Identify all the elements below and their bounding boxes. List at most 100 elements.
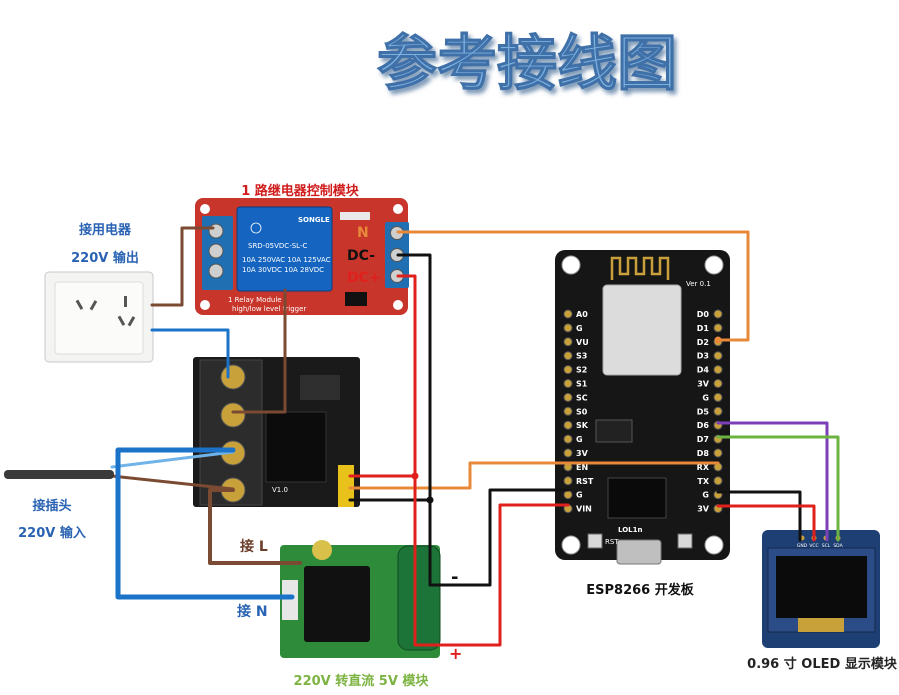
esp-pin-label-left-5: S1	[576, 380, 588, 389]
esp-pin-label-left-14: VIN	[576, 505, 592, 514]
wall-socket	[44, 271, 154, 363]
page-title: 参考接线图	[377, 29, 677, 99]
esp-pin-right-5	[713, 379, 723, 388]
power-minus-label: -	[451, 567, 458, 588]
relay-rating-dc: 10A 30VDC 10A 28VDC	[242, 266, 324, 274]
esp-pin-label-right-9: D7	[697, 435, 709, 444]
esp-pin-right-3	[713, 351, 723, 361]
wire-black-oled-gnd	[716, 490, 802, 542]
oled-caption: 0.96 寸 OLED 显示模块	[747, 656, 898, 672]
ac-board-version: V1.0	[272, 486, 288, 494]
esp-pin-label-left-13: G	[576, 491, 583, 500]
esp-pin-right-7	[713, 406, 723, 416]
oled-pin-label-2: SCL	[822, 543, 831, 549]
wire-orange-board-rx	[348, 461, 720, 490]
plug-label-connect: 接插头	[32, 498, 71, 514]
wire-purple-oled-scl	[716, 421, 829, 542]
wire-lightblue-plug	[110, 450, 235, 469]
rst-button[interactable]	[587, 533, 603, 549]
ac-terminal-screw	[220, 402, 246, 428]
esp-version: Ver 0.1	[686, 280, 711, 288]
esp-pin-label-right-4: D4	[697, 366, 710, 375]
esp-pin-label-left-10: 3V	[576, 449, 589, 458]
plug-cable	[4, 470, 114, 479]
esp-pin-left-9	[563, 434, 573, 444]
wire-brown-relay-board	[231, 288, 287, 414]
esp-pin-left-2	[563, 337, 573, 347]
wire-red-relay-vin	[396, 274, 570, 647]
esp-pin-left-8	[563, 420, 573, 430]
wire-blue-socket-board	[150, 328, 230, 379]
esp-module-shield	[602, 284, 682, 376]
esp-pin-label-right-1: D1	[697, 324, 710, 333]
relay-pin-n: N	[357, 225, 369, 241]
esp-pin-label-left-7: S0	[576, 407, 588, 416]
oled-pin-label-0: GND	[797, 543, 808, 549]
wire-orange-relay-d2	[396, 230, 750, 342]
flash-button[interactable]	[677, 533, 693, 549]
power-module-caption: 220V 转直流 5V 模块	[294, 673, 430, 689]
relay-caption: 1 路继电器控制模块	[241, 183, 360, 199]
oled-screen	[776, 556, 867, 618]
esp-caption: ESP8266 开发板	[586, 582, 694, 598]
esp-pin-label-right-11: RX	[697, 463, 710, 472]
esp-pin-label-right-7: D5	[697, 407, 710, 416]
ac-terminal-screw	[220, 364, 246, 390]
socket-label-output: 220V 输出	[71, 250, 139, 266]
esp-pin-label-right-12: TX	[697, 477, 709, 486]
wire-brown-plug	[110, 474, 235, 491]
esp-pin-left-6	[563, 392, 573, 402]
relay-trigger-label: high/low level trigger	[232, 305, 306, 313]
esp-pin-left-13	[563, 490, 573, 500]
esp-pin-label-left-0: A0	[576, 310, 588, 319]
esp-pin-right-1	[713, 323, 723, 333]
relay-brand: SONGLE	[298, 216, 330, 224]
neutral-label: 接 N	[237, 603, 268, 620]
esp-pin-left-0	[563, 309, 573, 319]
esp-pin-left-4	[563, 365, 573, 375]
esp-pin-label-right-3: D3	[697, 352, 709, 361]
esp-pin-label-right-14: 3V	[697, 505, 710, 514]
esp-pin-left-3	[563, 351, 573, 361]
oled-pin-label-3: SDA	[833, 543, 843, 549]
relay-rating-ac: 10A 250VAC 10A 125VAC	[242, 256, 331, 264]
relay-model: SRD-05VDC-SL-C	[248, 242, 307, 250]
esp-pin-left-1	[563, 323, 573, 333]
live-label: 接 L	[240, 538, 268, 555]
wire-green-oled-sda	[716, 435, 840, 542]
esp-pin-label-left-8: SK	[576, 421, 589, 430]
esp-pin-label-right-13: G	[702, 491, 709, 500]
esp-pin-label-left-6: SC	[576, 393, 588, 402]
esp-pin-label-right-6: G	[702, 393, 709, 402]
wire-blue-neutral	[115, 447, 295, 600]
esp-pin-label-left-3: S3	[576, 352, 587, 361]
wifi-antenna	[610, 256, 670, 280]
esp-brand: LOL1n	[618, 526, 642, 534]
esp-pin-label-left-12: RST	[576, 477, 594, 486]
power-plus-label: +	[449, 644, 462, 663]
esp-pin-right-4	[713, 365, 723, 375]
esp-pin-label-left-2: VU	[576, 338, 589, 347]
esp-pin-label-left-4: S2	[576, 366, 587, 375]
wires	[4, 226, 840, 647]
esp-pin-right-12	[713, 476, 723, 486]
plug-label-input: 220V 输入	[18, 525, 86, 541]
esp-pin-label-right-8: D6	[697, 421, 710, 430]
relay-module: SONGLE SRD-05VDC-SL-C 10A 250VAC 10A 125…	[195, 198, 409, 315]
socket-label-connect: 接用电器	[79, 222, 132, 238]
wire-brown-socket-relay	[150, 226, 215, 307]
micro-usb-port[interactable]	[616, 539, 662, 565]
esp-pin-right-6	[713, 392, 723, 402]
wire-black-relay-gnd	[396, 253, 570, 587]
esp-pin-left-10	[563, 448, 573, 458]
esp-pin-label-right-5: 3V	[697, 380, 710, 389]
esp-pin-left-5	[563, 379, 573, 388]
wire-brown-live	[208, 488, 302, 565]
esp8266-board: Ver 0.1 LOL1n RST A0GVUS3S2S1SCS0SKG3VEN…	[555, 250, 730, 565]
esp-pin-label-left-1: G	[576, 324, 583, 333]
esp-pin-label-right-0: D0	[697, 310, 710, 319]
wire-red-oled-vcc	[716, 504, 816, 542]
esp-pin-left-7	[563, 406, 573, 416]
